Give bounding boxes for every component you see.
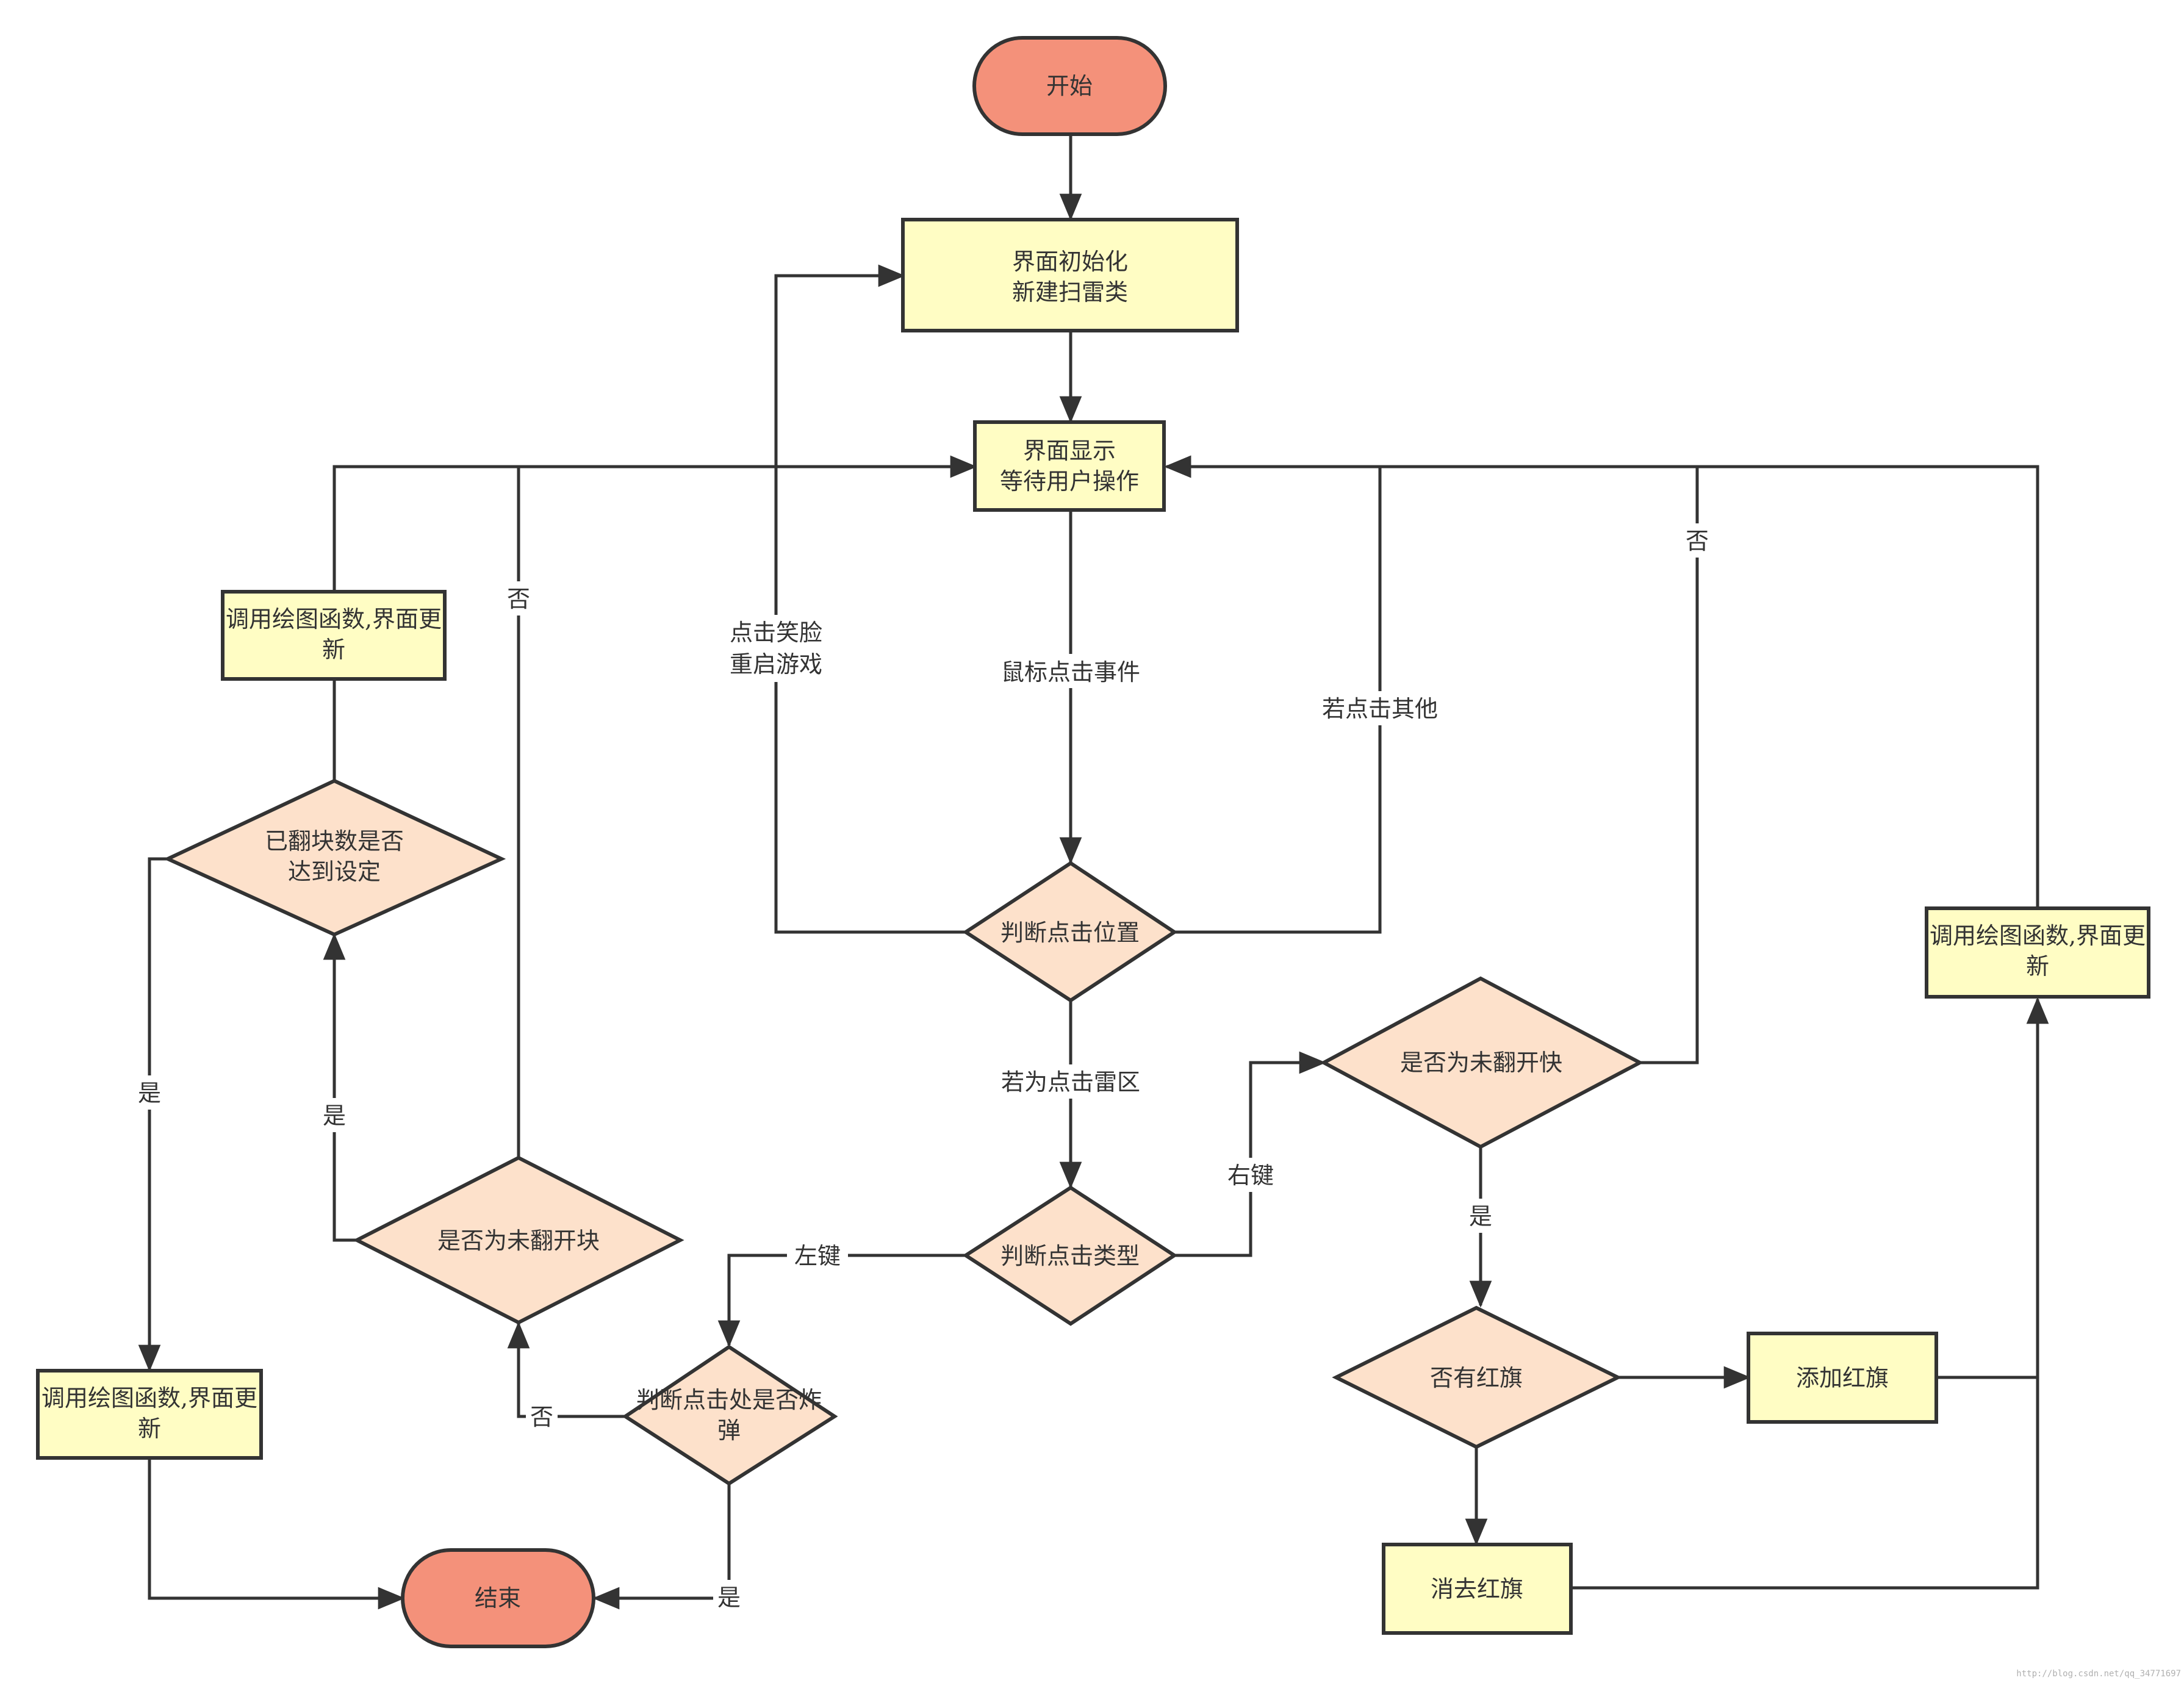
judge-position-label: 判断点击位置 [1000,919,1140,946]
label-click-other: 若点击其他 [1322,695,1438,722]
edge-redraw-top-left-display [332,465,975,590]
node-is-unflipped-right: 是否为未翻开快 [1320,976,1644,1149]
add-flag-label: 添加红旗 [1796,1365,1889,1391]
remove-flag-label: 消去红旗 [1431,1576,1523,1602]
edge-redraw-bottom-left-end [148,1458,405,1610]
label-mouse-event: 鼠标点击事件 [1001,659,1140,686]
redraw-bottom-left-label-1: 调用绘图函数,界面更 [41,1385,257,1412]
label-unflipped-right-no: 否 [1686,528,1709,554]
label-click-mine-area: 若为点击雷区 [1001,1069,1140,1096]
node-redraw-right: 调用绘图函数,界面更 新 [1925,906,2150,999]
label-count-yes: 是 [138,1080,161,1107]
node-redraw-bottom-left: 调用绘图函数,界面更 新 [36,1369,263,1460]
edge-count-yes [138,857,168,1372]
redraw-right-label-2: 新 [2026,953,2049,980]
label-left-key: 左键 [794,1243,841,1269]
nodes: 开始 界面初始化 新建扫雷类 界面显示 等待用户操作 判断点击位置 判断点击类型… [36,36,2150,1648]
label-unflipped-right-yes: 是 [1469,1203,1492,1230]
start-label: 开始 [1046,73,1093,99]
is-bomb-label-1: 判断点击处是否炸 [636,1387,822,1413]
node-redraw-top-left: 调用绘图函数,界面更 新 [221,590,447,681]
node-start: 开始 [972,36,1167,136]
node-init: 界面初始化 新建扫雷类 [901,218,1239,332]
node-judge-position: 判断点击位置 [962,861,1178,1003]
label-restart-2: 重启游戏 [730,651,822,678]
edge-unflipped-right-no [1166,465,1699,1064]
count-reached-label-1: 已翻块数是否 [265,828,404,855]
count-reached-label-2: 达到设定 [288,858,381,885]
redraw-right-label-1: 调用绘图函数,界面更 [1930,922,2146,949]
node-is-bomb: 判断点击处是否炸 弹 [622,1344,838,1486]
edge-left-key [717,1254,966,1347]
label-right-key: 右键 [1227,1162,1274,1189]
node-end: 结束 [401,1548,595,1648]
edge-bomb-no [507,1321,625,1418]
node-display: 界面显示 等待用户操作 [973,420,1166,512]
end-label: 结束 [475,1585,521,1612]
edge-remove-flag-redraw [1571,997,2049,1590]
node-add-flag: 添加红旗 [1747,1332,1938,1424]
redraw-top-left-label-2: 新 [322,636,345,663]
node-is-unflipped-left: 是否为未翻开块 [353,1155,684,1325]
label-restart-1: 点击笑脸 [730,619,822,646]
init-label-1: 界面初始化 [1012,248,1128,275]
label-unflipped-left-no: 否 [507,586,530,612]
init-label-2: 新建扫雷类 [1012,279,1128,306]
node-judge-type: 判断点击类型 [962,1185,1178,1326]
edge-labels: 鼠标点击事件 点击笑脸 重启游戏 若点击其他 若为点击雷区 右键 左键 否 是 … [134,523,1713,1614]
display-label-2: 等待用户操作 [1000,468,1139,495]
redraw-bottom-left-label-2: 新 [138,1415,161,1442]
judge-type-label: 判断点击类型 [1000,1243,1140,1269]
edge-bomb-yes [592,1484,731,1610]
label-unflipped-left-yes: 是 [323,1102,346,1129]
edge-restart [774,264,966,934]
node-remove-flag: 消去红旗 [1382,1543,1573,1635]
label-bomb-no: 否 [530,1404,553,1430]
redraw-top-left-label-1: 调用绘图函数,界面更 [226,606,442,633]
has-flag-label: 否有红旗 [1430,1365,1523,1391]
is-bomb-label-2: 弹 [717,1417,741,1444]
is-unflipped-right-label: 是否为未翻开快 [1400,1049,1562,1076]
node-count-reached: 已翻块数是否 达到设定 [163,778,506,937]
edge-unflipped-left-yes [323,933,357,1242]
is-unflipped-left-label: 是否为未翻开块 [437,1227,600,1254]
watermark: http://blog.csdn.net/qq_34771697 [2016,1669,2181,1679]
display-label-1: 界面显示 [1023,437,1116,464]
label-bomb-yes: 是 [717,1584,741,1611]
edge-redraw-right-display [1164,455,2039,907]
edge-unflipped-left-no [517,455,977,1158]
node-has-flag: 否有红旗 [1332,1305,1622,1449]
